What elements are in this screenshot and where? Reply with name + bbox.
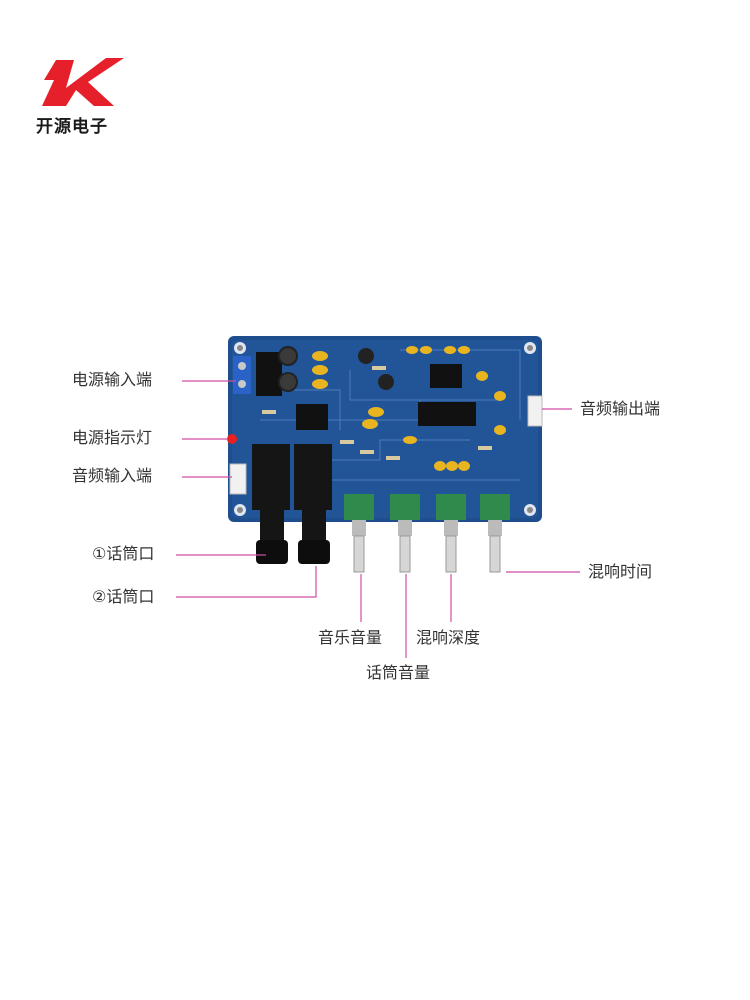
pot-reverb-depth [436, 494, 466, 573]
label-reverb-time: 混响时间 [588, 562, 653, 581]
power-led [227, 434, 237, 444]
leader-mic2 [176, 566, 317, 598]
power-terminal [233, 356, 251, 394]
label-music-volume: 音乐音量 [318, 628, 383, 647]
pot-reverb-time [480, 494, 510, 573]
audio-out-connector [527, 395, 543, 427]
label-power-led: 电源指示灯 [72, 428, 153, 447]
ic-chip [418, 402, 476, 426]
ic-chip [430, 364, 462, 388]
label-mic-volume: 话筒音量 [366, 663, 431, 682]
label-audio-out: 音频输出端 [580, 399, 661, 418]
brand-name: 开源电子 [36, 117, 108, 137]
label-reverb-depth: 混响深度 [416, 628, 481, 647]
brand-logo-icon [42, 58, 124, 106]
pot-music-volume [344, 494, 374, 573]
label-power-in: 电源输入端 [72, 370, 153, 389]
mic-jack-1 [252, 444, 290, 564]
mic-jack-2 [294, 444, 332, 564]
label-mic2: ②话筒口 [92, 587, 155, 606]
audio-in-connector [229, 463, 247, 495]
label-mic1: ①话筒口 [92, 544, 155, 563]
ic-chip [296, 404, 328, 430]
label-audio-in: 音频输入端 [72, 466, 153, 485]
pot-mic-volume [390, 494, 420, 573]
